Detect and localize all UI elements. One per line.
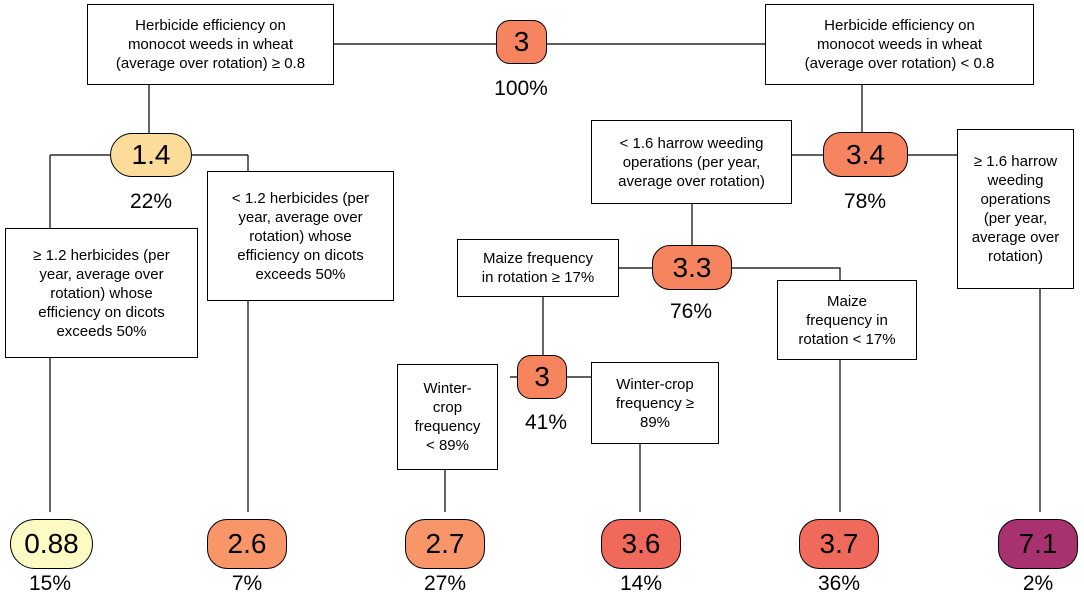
condition-box-root-left: Herbicide efficiency on monocot weeds in… — [87, 4, 334, 85]
node-n2: 3.4 — [823, 132, 908, 177]
percent-leaf-3: 27% — [423, 572, 467, 595]
node-n4: 3 — [517, 355, 567, 399]
condition-box-n2-right: ≥ 1.6 harrow weeding operations (per yea… — [957, 129, 1074, 289]
node-leaf-4: 3.6 — [601, 519, 681, 569]
node-leaf-6: 7.1 — [998, 519, 1078, 569]
node-leaf-5: 3.7 — [799, 519, 879, 569]
percent-root: 100% — [494, 77, 548, 100]
percent-leaf-2: 7% — [231, 572, 263, 595]
node-leaf-2: 2.6 — [207, 519, 287, 569]
node-leaf-1: 0.88 — [10, 519, 93, 569]
node-n1: 1.4 — [110, 133, 192, 177]
percent-leaf-1: 15% — [28, 572, 72, 595]
node-n3: 3.3 — [652, 245, 732, 290]
condition-box-n1-left: ≥ 1.2 herbicides (per year, average over… — [5, 228, 198, 358]
condition-box-n3-left: Maize frequency in rotation ≥ 17% — [457, 239, 619, 297]
percent-n2: 78% — [843, 190, 887, 213]
condition-box-n3-right: Maize frequency in rotation < 17% — [777, 280, 917, 360]
percent-n3: 76% — [669, 300, 713, 323]
node-leaf-3: 2.7 — [405, 519, 485, 569]
condition-box-n4-right: Winter-crop frequency ≥ 89% — [591, 362, 719, 444]
condition-box-n2-left: < 1.6 harrow weeding operations (per yea… — [591, 120, 792, 204]
percent-leaf-5: 36% — [817, 572, 861, 595]
percent-leaf-6: 2% — [1022, 572, 1054, 595]
condition-box-n4-left: Winter- crop frequency < 89% — [397, 364, 498, 470]
node-root: 3 — [496, 20, 547, 64]
condition-box-n1-right: < 1.2 herbicides (per year, average over… — [207, 171, 394, 301]
percent-leaf-4: 14% — [619, 572, 663, 595]
condition-box-root-right: Herbicide efficiency on monocot weeds in… — [765, 4, 1034, 85]
percent-n4: 41% — [524, 411, 568, 434]
percent-n1: 22% — [129, 190, 173, 213]
